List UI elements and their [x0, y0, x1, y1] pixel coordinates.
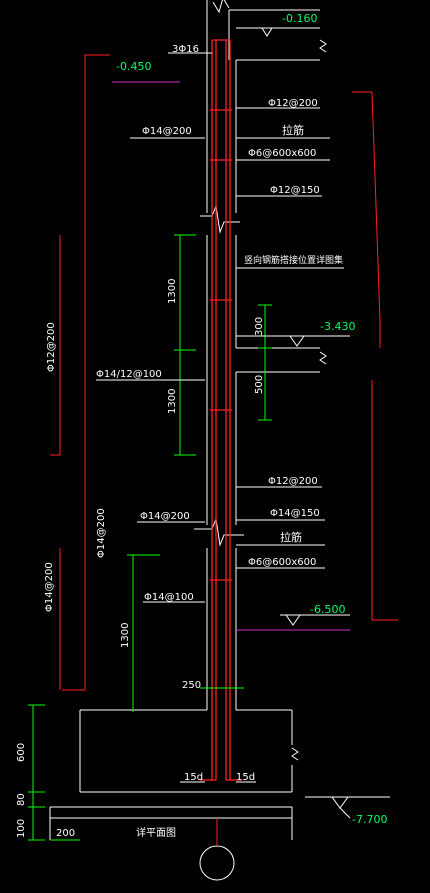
footing-ext-dim: 200	[56, 828, 75, 839]
splice-2-dim: 1300	[167, 389, 178, 414]
horiz-mid-label: Φ14/12@100	[96, 369, 162, 380]
anchor-left-label: 15d	[184, 772, 203, 783]
tie-upper-1-label: Φ12@200	[268, 98, 318, 109]
cushion-1-dim: 80	[16, 793, 27, 806]
wall-outline	[49, 0, 320, 840]
tie-spec-upper: Φ6@600x600	[248, 148, 316, 159]
splice-note-label: 竖向钢筋搭接位置详图集	[244, 254, 343, 266]
splice-3-dim: 1300	[120, 623, 131, 648]
tie-label-lower: 拉筋	[280, 530, 302, 544]
tie-lower-1-label: Φ12@200	[268, 476, 318, 487]
tie-lower-2-label: Φ14@150	[270, 508, 320, 519]
tie-upper-2-label: Φ12@150	[270, 185, 320, 196]
splice-1-dim: 1300	[167, 279, 178, 304]
tie-label-upper: 拉筋	[282, 123, 304, 137]
beam-bottom-dim: 500	[254, 375, 265, 394]
pile-circle	[199, 845, 235, 881]
tie-spec-lower: Φ6@600x600	[248, 557, 316, 568]
footing-note-label: 详平面图	[136, 826, 176, 839]
wall-thickness-dim: 250	[182, 680, 201, 691]
horiz-lower-label: Φ14@200	[140, 511, 190, 522]
footing-height-dim: 600	[16, 743, 27, 762]
beam-top-dim: 300	[254, 317, 265, 336]
rebar	[200, 39, 242, 781]
level-markers	[112, 27, 390, 819]
corner-bars-label: 3Φ16	[172, 44, 199, 55]
cushion-2-dim: 100	[16, 819, 27, 838]
level-3-label: -3.430	[320, 320, 355, 333]
span-braces	[50, 54, 398, 691]
level-1-label: -0.160	[282, 12, 317, 25]
annotation-leaders	[96, 52, 344, 783]
level-4-label: -6.500	[310, 603, 345, 616]
dimension-lines	[28, 234, 272, 841]
anchor-right-label: 15d	[236, 772, 255, 783]
left-span-3-label: Φ14@200	[44, 562, 55, 612]
left-span-1-label: Φ12@200	[46, 322, 57, 372]
left-span-2-label: Φ14@200	[96, 508, 107, 558]
horiz-upper-label: Φ14@200	[142, 126, 192, 137]
level-2-label: -0.450	[116, 60, 151, 73]
level-5-label: -7.700	[352, 813, 387, 826]
horiz-bottom-label: Φ14@100	[144, 592, 194, 603]
break-symbols	[194, 0, 327, 761]
